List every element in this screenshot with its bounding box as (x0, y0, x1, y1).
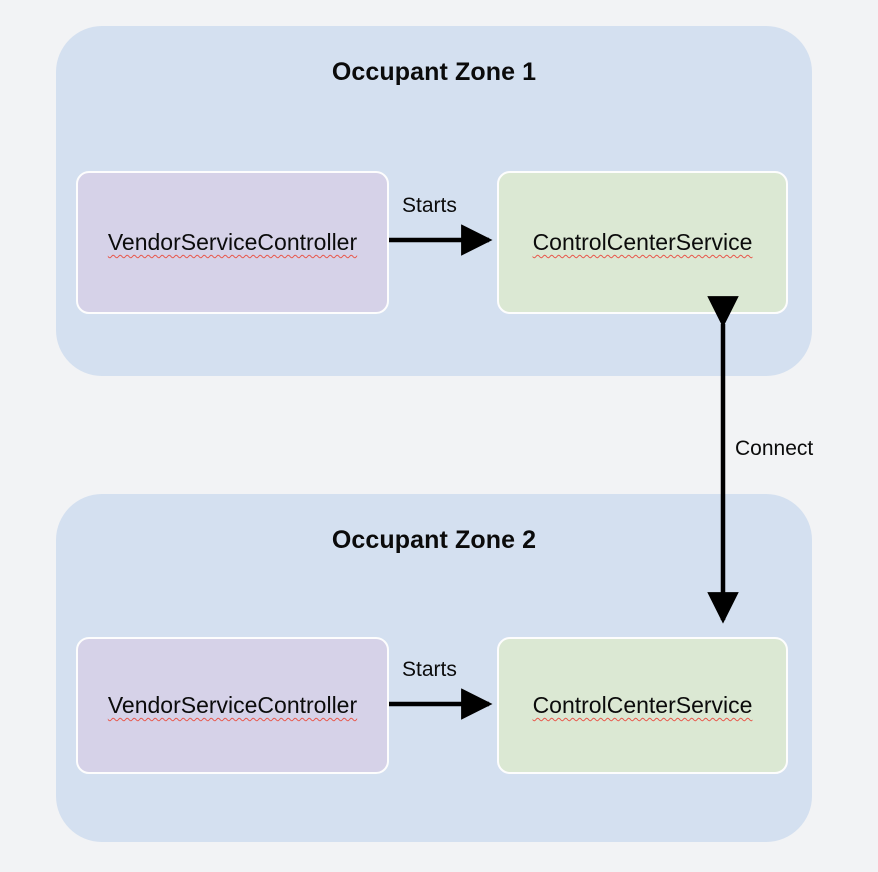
node-control-center-service-zone-2[interactable]: ControlCenterService (497, 637, 788, 774)
occupant-zone-1-title: Occupant Zone 1 (331, 58, 537, 86)
edge-label-starts-zone-2: Starts (402, 658, 457, 681)
edge-label-starts-zone-1: Starts (402, 194, 457, 217)
node-vendor-service-controller-zone-1[interactable]: VendorServiceController (76, 171, 389, 314)
node-vendor-service-controller-zone-2[interactable]: VendorServiceController (76, 637, 389, 774)
node-label: VendorServiceController (107, 692, 358, 718)
occupant-zone-2-title: Occupant Zone 2 (331, 526, 537, 554)
node-label: ControlCenterService (532, 229, 753, 255)
node-label: VendorServiceController (107, 229, 358, 255)
node-control-center-service-zone-1[interactable]: ControlCenterService (497, 171, 788, 314)
node-label: ControlCenterService (532, 692, 753, 718)
edge-label-connect: Connect (735, 437, 814, 460)
